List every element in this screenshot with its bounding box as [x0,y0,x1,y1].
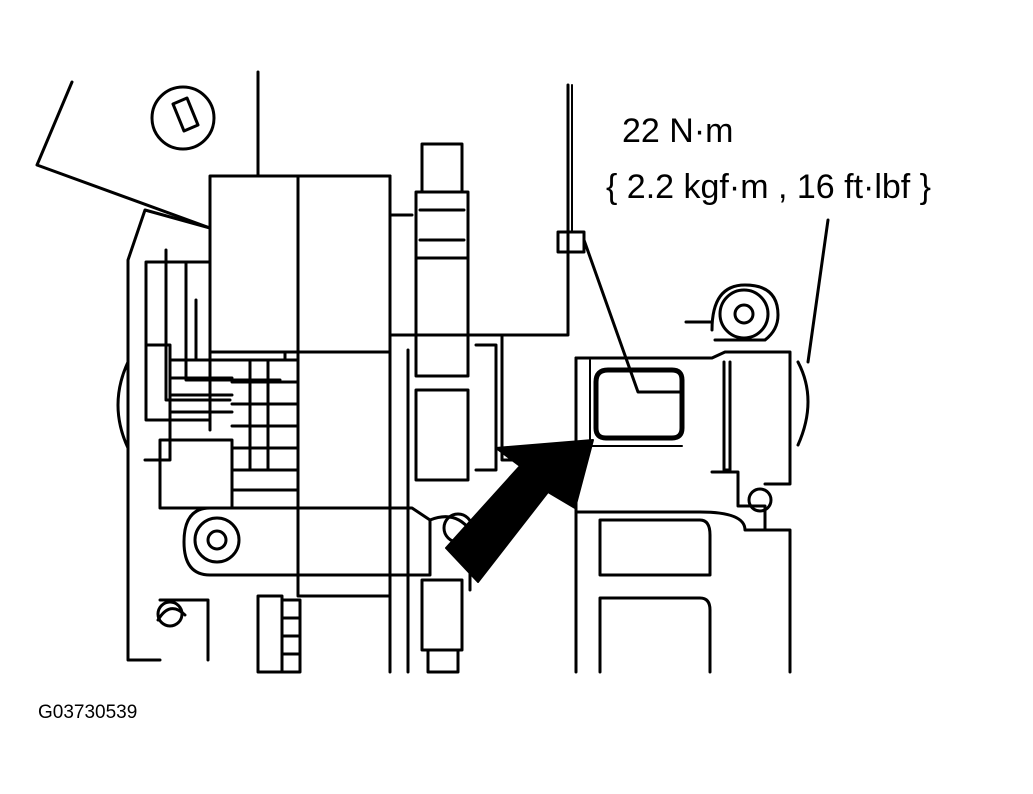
lower-stack [280,598,302,674]
shaft-housing-inner [474,343,498,472]
lower-tab [256,594,284,674]
shaft-bottom [426,648,460,674]
bolt-center [206,529,228,551]
shaft-top [420,142,464,194]
torque-alternate-units-label: { 2.2 kgf·m , 16 ft·lbf } [606,168,932,206]
right-frame [574,356,792,674]
right-inner-panel [722,360,732,472]
bolt-head-icon [193,516,241,564]
bolt-head-icon [718,288,770,340]
right-small-hole [747,487,773,513]
arrow-pointer-icon [445,439,594,583]
grid-block [230,358,300,510]
right-housing [574,350,792,486]
right-window-lower [598,596,712,674]
target-bolt [593,367,685,441]
shaft-lower [420,578,464,652]
shaft-segment [414,388,470,482]
left-lower-blocks [158,438,300,510]
lower-left-frame [156,598,210,662]
horizontal-bar [182,506,432,577]
torque-value-label: 22 N·m [622,112,734,150]
left-housing [126,208,212,662]
shaft-segment [414,256,470,378]
figure-id-label: G03730539 [38,702,138,723]
bolt-slot [171,96,200,133]
main-box [208,174,392,354]
left-dome [116,360,130,450]
main-box-lower [208,350,287,362]
main-column [296,174,392,598]
left-bracket-inner [184,260,282,382]
lower-left-hole [156,600,184,628]
right-flange [710,283,780,342]
leader-line-right [806,218,830,364]
right-frame-step [710,470,767,532]
shaft-housing-edge [388,213,410,674]
right-dome [796,360,810,447]
left-step-blocks [143,343,234,462]
angled-plate [35,80,212,230]
bolt-center [733,303,755,325]
leader-line [556,230,682,394]
bolt-head-icon [150,85,216,151]
shaft-segment [414,190,470,260]
right-window-upper [598,518,712,577]
